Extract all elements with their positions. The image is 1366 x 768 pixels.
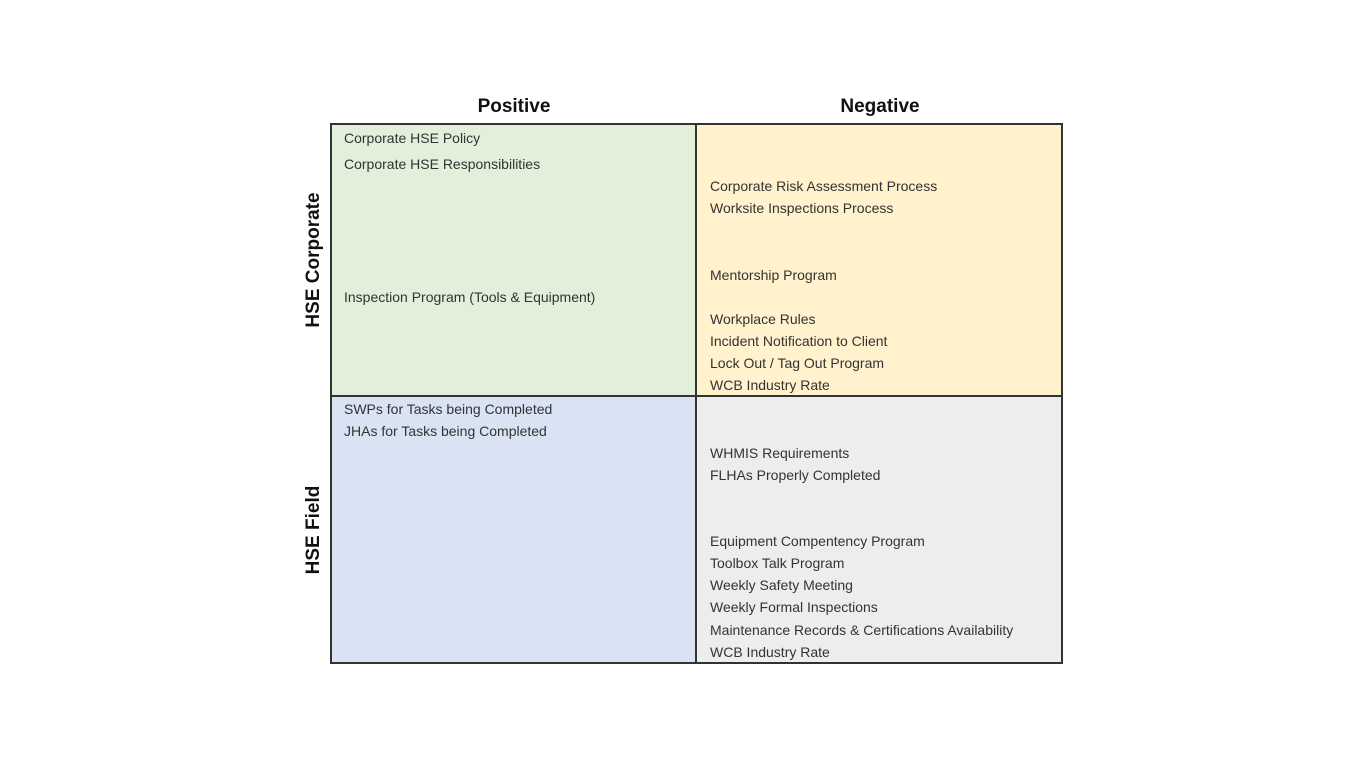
list-item: Toolbox Talk Program [710, 555, 845, 571]
list-item: Mentorship Program [710, 267, 837, 283]
list-item: Equipment Compentency Program [710, 533, 925, 549]
list-item: Incident Notification to Client [710, 333, 888, 349]
quadrant-corporate-positive [331, 124, 696, 396]
list-item: Inspection Program (Tools & Equipment) [344, 289, 596, 305]
column-header-negative: Negative [840, 96, 920, 117]
list-item: Corporate HSE Responsibilities [344, 156, 541, 172]
list-item: SWPs for Tasks being Completed [344, 401, 553, 417]
list-item: Worksite Inspections Process [710, 200, 894, 216]
list-item: WCB Industry Rate [710, 377, 830, 393]
row-divider [330, 395, 1063, 397]
quadrant-field-positive [331, 396, 696, 663]
list-item: Weekly Formal Inspections [710, 599, 878, 615]
list-item: Workplace Rules [710, 311, 816, 327]
row-header-hse-field: HSE Field [303, 485, 324, 575]
list-item: Lock Out / Tag Out Program [710, 355, 885, 371]
column-divider [695, 123, 697, 664]
column-header-positive: Positive [477, 96, 551, 117]
quadrant-field-negative [696, 396, 1062, 663]
list-item: Maintenance Records & Certifications Ava… [710, 622, 1014, 638]
list-item: WCB Industry Rate [710, 644, 830, 660]
quadrant-corporate-negative [696, 124, 1062, 396]
list-item: JHAs for Tasks being Completed [344, 423, 547, 439]
list-item: Corporate HSE Policy [344, 130, 481, 146]
list-item: Corporate Risk Assessment Process [710, 178, 938, 194]
list-item: FLHAs Properly Completed [710, 467, 881, 483]
row-header-hse-corporate: HSE Corporate [303, 192, 324, 328]
list-item: Weekly Safety Meeting [710, 577, 853, 593]
list-item: WHMIS Requirements [710, 445, 850, 461]
